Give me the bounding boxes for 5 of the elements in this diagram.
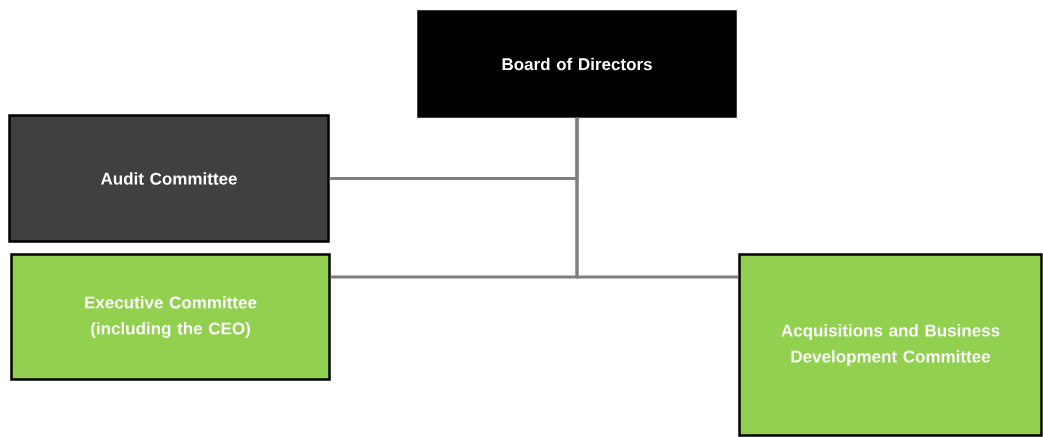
committee-box: Acquisitions and Business Development Committee: [738, 253, 1043, 437]
board-box: Board of Directors: [417, 10, 737, 118]
committee-box: Executive Committee (including the CEO): [10, 253, 331, 381]
connector-line: [575, 117, 739, 279]
committee-box: Audit Committee: [8, 114, 330, 243]
